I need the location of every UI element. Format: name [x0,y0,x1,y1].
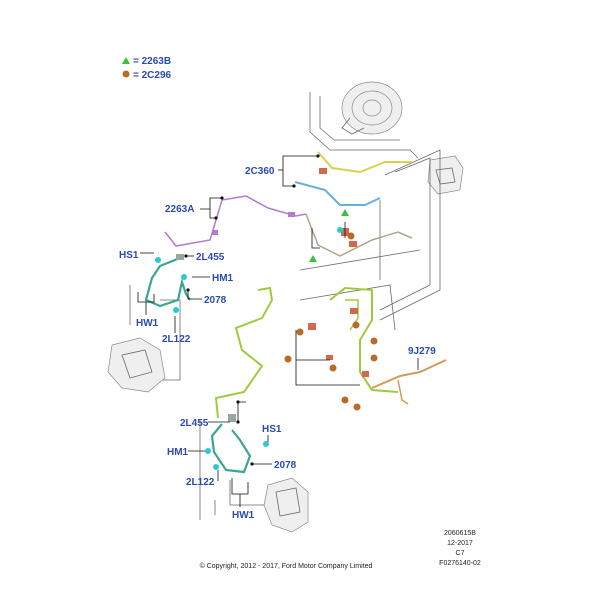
callout-2L455-top: 2L455 [196,252,225,263]
teal-brake-hose-bottom [210,423,252,474]
markers-cyan [155,227,343,470]
markers-2C296 [284,232,378,411]
callout-2C360: 2C360 [245,166,275,177]
callout-2L455-bottom: 2L455 [180,418,209,429]
front-left-caliper [107,337,166,393]
callout-HS1-top: HS1 [119,250,139,261]
green-brake-tube-right [329,286,399,393]
callout-HM1-bottom: HM1 [167,447,189,458]
callout-HW1-top: HW1 [136,318,159,329]
rear-caliper [263,477,309,533]
legend-triangle-icon [122,57,130,64]
stamp-line-2: 12-2017 [447,540,473,547]
callout-HM1-top: HM1 [212,273,234,284]
callout-2L122-bottom: 2L122 [186,477,215,488]
callout-2263A: 2263A [165,204,194,215]
tan-brake-tube [305,213,413,257]
markers-2263B [309,209,349,262]
stamp-line-3: C7 [456,550,465,557]
stamp-line-4: F0276140-02 [439,560,481,567]
leader-lines [137,154,419,507]
orange-brake-tube-2 [397,379,409,405]
green-brake-tube [214,286,274,419]
orange-brake-tube [371,359,447,389]
blue-brake-tube [294,181,381,206]
copyright-notice: © Copyright, 2012 - 2017, Ford Motor Com… [200,562,373,570]
brake-booster [341,81,403,135]
legend-label-2263B: = 2263B [133,56,171,67]
callouts: 2C360 2263A HS1 2L455 HM1 2078 HW1 2L122… [119,166,436,521]
teal-brake-hose-top [144,256,191,308]
legend-circle-icon [122,70,130,78]
yellow-brake-tube [317,151,412,174]
callout-2078-top: 2078 [204,295,227,306]
callout-9J279: 9J279 [408,346,436,357]
callout-2L122-top: 2L122 [162,334,191,345]
legend-label-2C296: = 2C296 [133,70,172,81]
stamp-line-1: 2060615B [444,530,476,537]
callout-HW1-bottom: HW1 [232,510,255,521]
callout-HS1-bottom: HS1 [262,424,282,435]
abs-module [427,155,464,195]
legend: = 2263B = 2C296 [122,56,172,81]
drawing-stamp: 2060615B 12-2017 C7 F0276140-02 [439,530,481,567]
callout-2078-bottom: 2078 [274,460,297,471]
